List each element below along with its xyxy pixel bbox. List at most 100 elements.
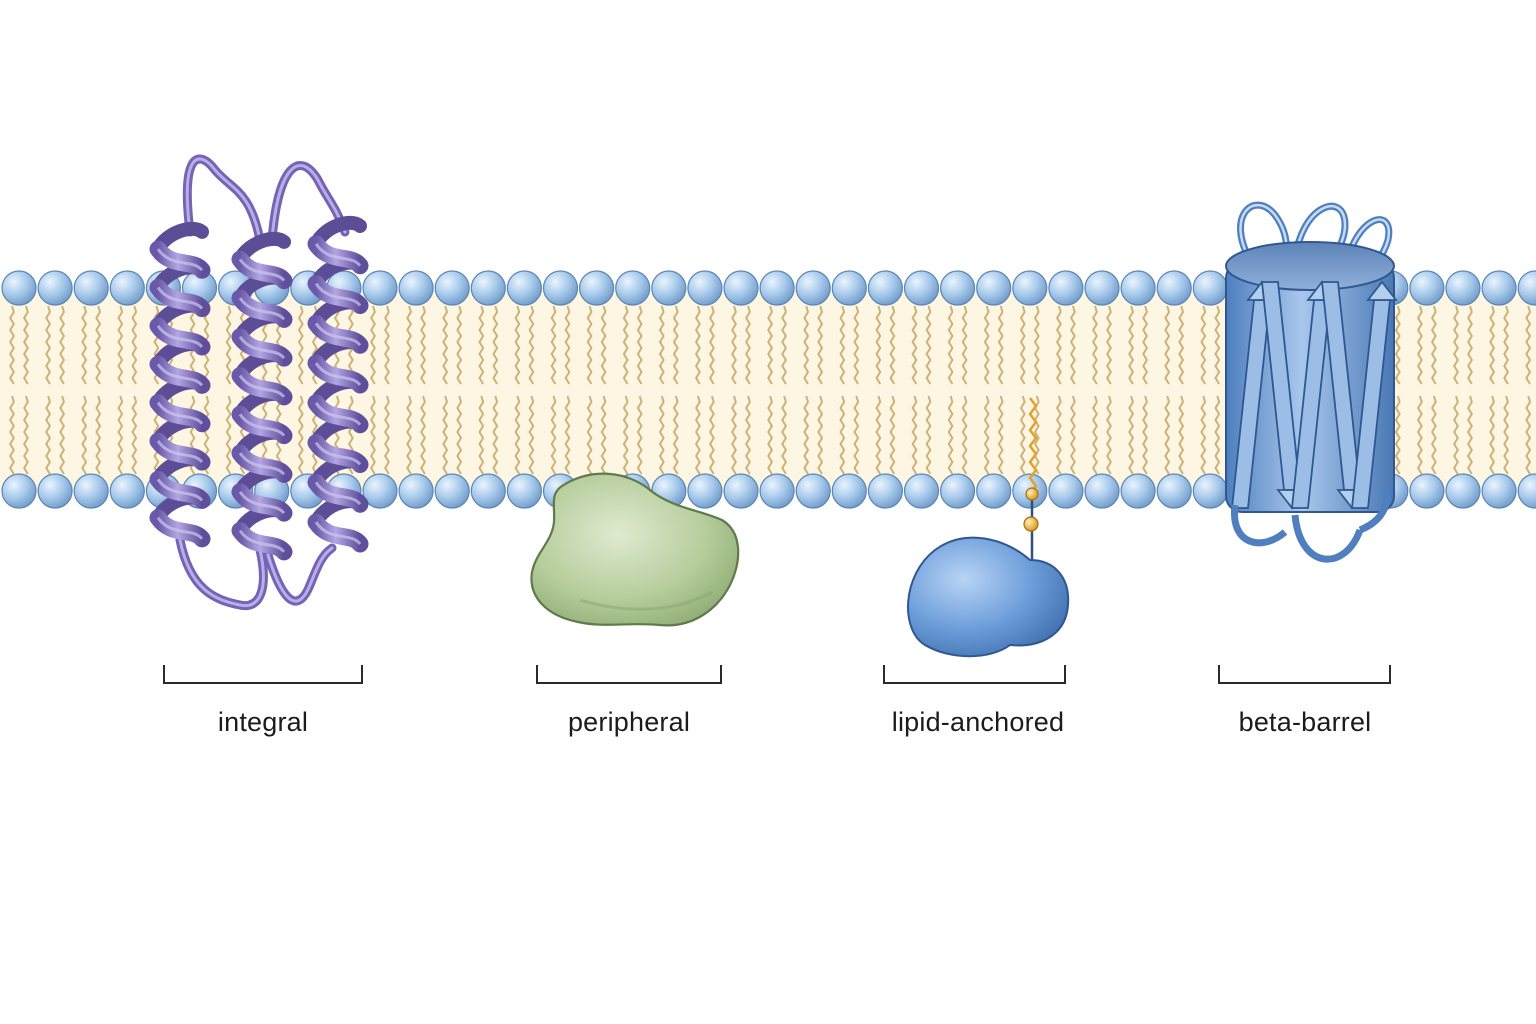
lipid-tail bbox=[225, 305, 232, 385]
lipid-tail bbox=[781, 305, 788, 385]
lipid-tail bbox=[1394, 305, 1401, 385]
lipid-tail bbox=[370, 305, 376, 385]
lipid-tail bbox=[45, 395, 52, 475]
lipid-head bbox=[651, 270, 687, 306]
helix-turn-highlight bbox=[238, 452, 286, 476]
lipid-tail bbox=[564, 395, 571, 475]
lipid-tail bbox=[81, 305, 88, 385]
lipid-tail bbox=[131, 305, 138, 385]
lipid-head bbox=[73, 270, 109, 306]
integral-bottom-loop-1-highlight bbox=[178, 538, 265, 608]
lipid-tail bbox=[1128, 305, 1135, 385]
lipid-head bbox=[362, 270, 398, 306]
lipid-tail bbox=[131, 395, 138, 475]
lipid-head bbox=[434, 473, 470, 509]
lipid-tail bbox=[1128, 395, 1135, 475]
lipid-head bbox=[1120, 270, 1156, 306]
lipid-head bbox=[759, 270, 795, 306]
lipid-tail bbox=[1467, 305, 1473, 385]
helix-turn-highlight bbox=[314, 282, 362, 307]
lipid-tail bbox=[1416, 305, 1423, 385]
lipid-tail bbox=[1164, 305, 1171, 385]
lipid-tail bbox=[853, 395, 860, 475]
lipid-tail bbox=[1214, 305, 1221, 385]
lipid-head bbox=[687, 473, 723, 509]
lipid-tail bbox=[889, 305, 896, 385]
lipid-tail bbox=[1453, 305, 1459, 385]
lipid-head bbox=[1084, 473, 1120, 509]
lipid-tail bbox=[117, 305, 124, 385]
lipid-head bbox=[831, 270, 867, 306]
lipid-tail bbox=[658, 305, 665, 385]
helix-turn-highlight bbox=[156, 363, 204, 387]
lipid-tail bbox=[81, 395, 88, 475]
lipid-head bbox=[1120, 473, 1156, 509]
lipid-head bbox=[1048, 270, 1084, 306]
lipid-tail bbox=[550, 305, 557, 385]
lipid-tail bbox=[1106, 395, 1112, 475]
lipid-tail bbox=[1106, 305, 1112, 385]
lipid-head bbox=[398, 473, 434, 509]
lipid-tail bbox=[1164, 395, 1171, 475]
lipid-head bbox=[939, 270, 976, 306]
lipid-tail bbox=[672, 395, 679, 475]
barrel-bottom-loop-1 bbox=[1231, 504, 1288, 547]
lipid-tail bbox=[1092, 305, 1098, 385]
lipid-tail bbox=[1489, 395, 1496, 475]
lipid-head bbox=[37, 270, 73, 306]
lipid-tail bbox=[550, 395, 557, 475]
lipid-tail bbox=[45, 305, 52, 385]
integral-helix-2 bbox=[231, 231, 293, 561]
lipid-head bbox=[1, 473, 37, 509]
barrel-strands bbox=[1230, 280, 1398, 510]
lipid-tail bbox=[997, 395, 1004, 475]
lipid-tail bbox=[1033, 395, 1040, 475]
lipid-tail bbox=[95, 395, 102, 475]
lipid-tail bbox=[636, 395, 643, 475]
lipid-tail bbox=[1430, 395, 1437, 475]
lipid-tail bbox=[456, 395, 463, 475]
lipid-tail bbox=[456, 305, 463, 385]
lipid-tail bbox=[622, 395, 629, 475]
lipid-head bbox=[470, 270, 506, 306]
lipid-tail bbox=[745, 305, 751, 385]
helix-turn-highlight bbox=[156, 248, 204, 272]
lipid-tail bbox=[983, 305, 990, 385]
lipid-head bbox=[1192, 270, 1228, 306]
lipid-tail bbox=[420, 305, 427, 385]
lipid-head bbox=[1481, 473, 1517, 509]
lipid-tail bbox=[1178, 305, 1185, 385]
lipid-tail bbox=[117, 395, 124, 475]
barrel-top-opening bbox=[1225, 241, 1395, 291]
lipid-anchor-chain bbox=[1028, 397, 1038, 501]
lipid-tail bbox=[406, 395, 413, 475]
lipid-tail bbox=[889, 395, 896, 475]
lipid-head bbox=[976, 270, 1012, 306]
lipid-tail bbox=[925, 305, 932, 385]
helix-turn-highlight bbox=[156, 401, 204, 425]
helix-turn-highlight bbox=[156, 286, 204, 310]
lipid-tail bbox=[1019, 305, 1026, 385]
lipid-tail bbox=[528, 305, 535, 385]
lipid-tail bbox=[839, 305, 846, 385]
lipid-tail bbox=[803, 305, 810, 385]
lipid-head bbox=[506, 270, 543, 306]
lipid-head bbox=[976, 473, 1012, 509]
helix-turn-highlight bbox=[314, 362, 362, 387]
helix-turn-highlight bbox=[314, 322, 362, 347]
lipid-tail bbox=[23, 395, 29, 475]
integral-bracket bbox=[163, 665, 363, 684]
lipid-head bbox=[1445, 270, 1481, 306]
lipid-head bbox=[759, 473, 795, 509]
lipid-head bbox=[723, 473, 759, 509]
integral-protein bbox=[149, 154, 369, 611]
integral-helix-1 bbox=[149, 221, 211, 548]
lipid-head bbox=[109, 473, 145, 509]
lipid-tail bbox=[1033, 305, 1040, 385]
lipid-head bbox=[362, 473, 398, 509]
integral-helix-3 bbox=[307, 215, 369, 553]
lipid-tail bbox=[384, 305, 390, 385]
peripheral-label: peripheral bbox=[567, 707, 691, 737]
lipid-tail bbox=[1416, 395, 1423, 475]
lipid-head bbox=[506, 473, 543, 509]
